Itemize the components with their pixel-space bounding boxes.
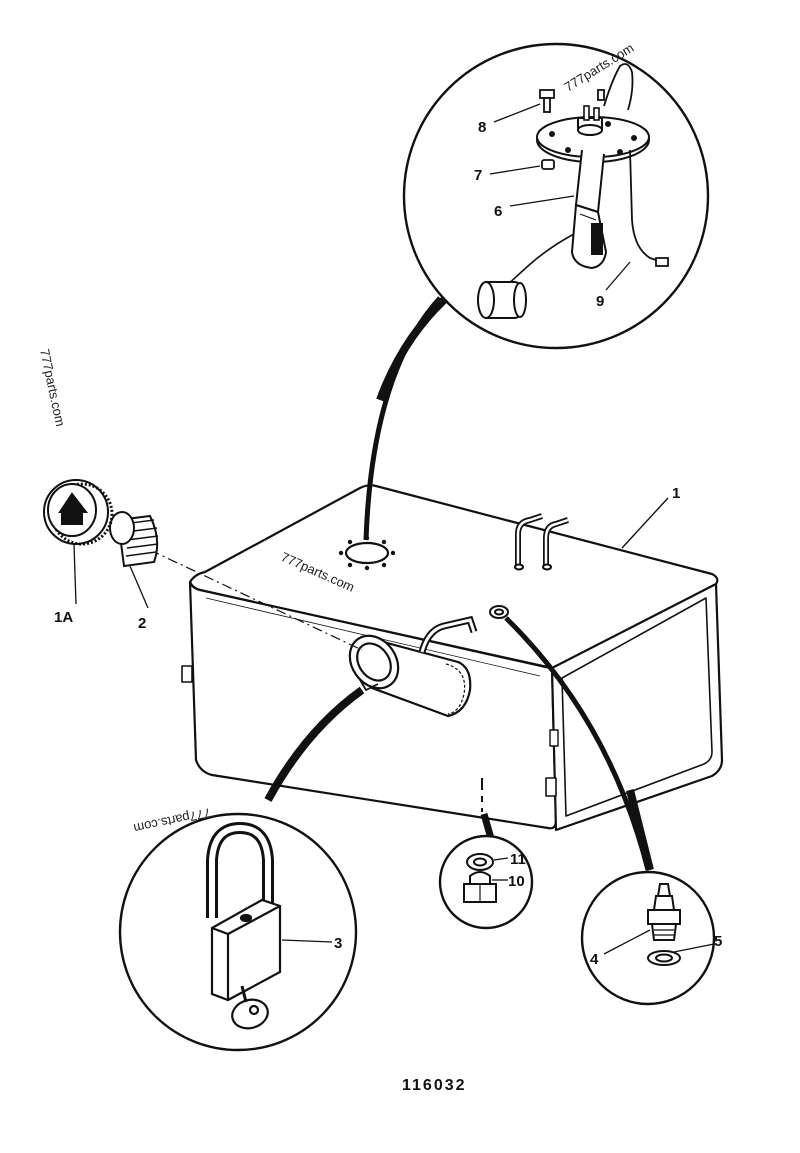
detail-circle-valve [504, 616, 716, 1006]
callout-2: 2 [138, 615, 146, 632]
breather-pipes [514, 513, 569, 571]
fuel-tank [181, 484, 724, 832]
callout-6: 6 [494, 203, 502, 220]
callout-10: 10 [508, 873, 525, 890]
detail-circle-drain-plug [438, 778, 534, 930]
callout-7: 7 [474, 167, 482, 184]
bolt-icon [539, 89, 555, 113]
filler-cap-assembly [43, 479, 363, 651]
callout-1a: 1A [54, 609, 73, 626]
detail-circle-sender-unit [363, 42, 710, 541]
fitting-boss [489, 605, 509, 619]
callout-4: 4 [590, 951, 599, 968]
filler-neck [348, 615, 478, 718]
valve-icon [647, 883, 681, 966]
callout-3: 3 [334, 935, 342, 952]
detail-circle-padlock [118, 686, 365, 1052]
callout-1: 1 [672, 485, 680, 502]
callout-11: 11 [510, 851, 526, 868]
leader-line-1 [621, 497, 669, 549]
nut-icon [541, 159, 555, 170]
drawing-number: 116032 [402, 1077, 467, 1094]
padlock-icon [206, 821, 282, 1030]
watermark-left: 777parts.com [37, 348, 68, 428]
callout-5: 5 [714, 933, 722, 950]
callout-8: 8 [478, 119, 486, 136]
callout-9: 9 [596, 293, 604, 310]
